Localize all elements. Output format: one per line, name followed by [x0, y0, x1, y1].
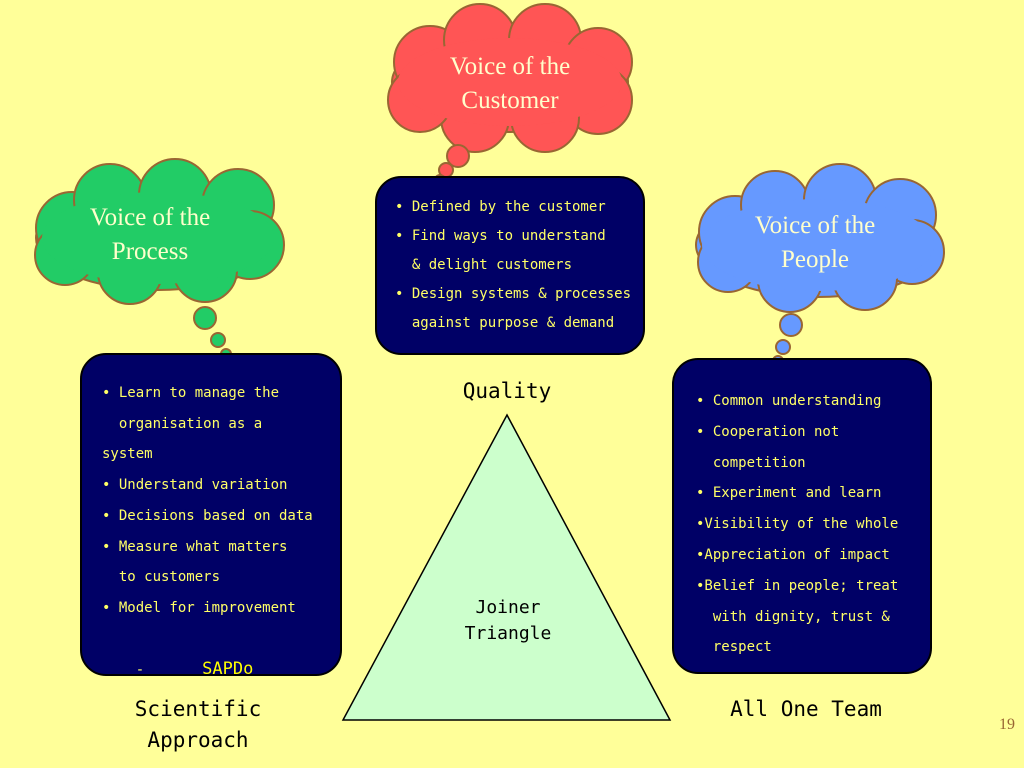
- scientific-label-line1: Scientific: [134, 697, 262, 721]
- process-dash: -: [135, 662, 145, 679]
- triangle-label-line2: Triangle: [464, 623, 552, 644]
- people-box-line: •Appreciation of impact: [696, 546, 890, 563]
- all-one-team-label: All One Team: [730, 697, 882, 721]
- page-number: 19: [999, 716, 1015, 733]
- people-box-line: • Cooperation not: [696, 423, 840, 440]
- process-bubble-2: [210, 332, 226, 348]
- process-cloud-text: Voice of the Process: [50, 201, 250, 269]
- people-box-line: •Visibility of the whole: [696, 516, 899, 533]
- process-box: • Learn to manage the organisation as a …: [80, 353, 342, 679]
- joiner-triangle-label: Joiner Triangle: [428, 595, 588, 647]
- process-box-line: to customers: [102, 569, 221, 586]
- scientific-label-line2: Approach: [147, 728, 249, 752]
- quality-label: Quality: [462, 379, 552, 403]
- process-box-line: • Measure what matters: [102, 538, 288, 555]
- people-box-line: with dignity, trust &: [696, 608, 890, 625]
- process-box-line: • Decisions based on data: [102, 507, 313, 524]
- process-bubble-1: [193, 306, 217, 330]
- people-box-line: • Common understanding: [696, 393, 882, 409]
- sapdo-label: SAPDo: [202, 659, 254, 680]
- process-box-line: system: [102, 446, 153, 463]
- process-box-line: organisation as a: [102, 415, 263, 432]
- customer-box-line: & delight customers: [395, 257, 573, 273]
- customer-cloud-line1: Voice of the: [449, 53, 571, 80]
- customer-box-line: • Design systems & processes: [395, 286, 632, 302]
- process-box-line: • Understand variation: [102, 477, 288, 494]
- joiner-triangle: [341, 413, 672, 721]
- triangle-label-line1: Joiner: [475, 597, 541, 618]
- people-box: • Common understanding • Cooperation not…: [672, 358, 932, 674]
- process-sapdo-line: - SAPDo: [102, 624, 340, 717]
- customer-cloud-line2: Customer: [461, 87, 559, 114]
- people-cloud-text: Voice of the People: [715, 209, 915, 277]
- people-bubble-2: [775, 339, 791, 355]
- process-cloud-line2: Process: [111, 238, 189, 265]
- people-cloud-line1: Voice of the: [754, 212, 876, 239]
- people-box-line: respect: [696, 639, 772, 656]
- people-box-line: • Experiment and learn: [696, 485, 882, 502]
- people-box-line: •Belief in people; treat: [696, 577, 899, 594]
- customer-box-line: • Defined by the customer: [395, 199, 606, 215]
- people-box-line: competition: [696, 454, 806, 471]
- customer-box-line: • Find ways to understand: [395, 228, 606, 244]
- customer-bubble-1: [446, 144, 470, 168]
- people-bubble-1: [779, 313, 803, 337]
- scientific-approach-label: Scientific Approach: [118, 694, 278, 756]
- process-cloud-line1: Voice of the: [89, 204, 211, 231]
- people-cloud-line2: People: [780, 246, 850, 273]
- customer-cloud-text: Voice of the Customer: [410, 50, 610, 118]
- customer-box-line: against purpose & demand: [395, 315, 615, 331]
- customer-box: • Defined by the customer • Find ways to…: [375, 176, 645, 355]
- process-box-line: • Learn to manage the: [102, 385, 280, 401]
- process-box-line: • Model for improvement: [102, 599, 296, 616]
